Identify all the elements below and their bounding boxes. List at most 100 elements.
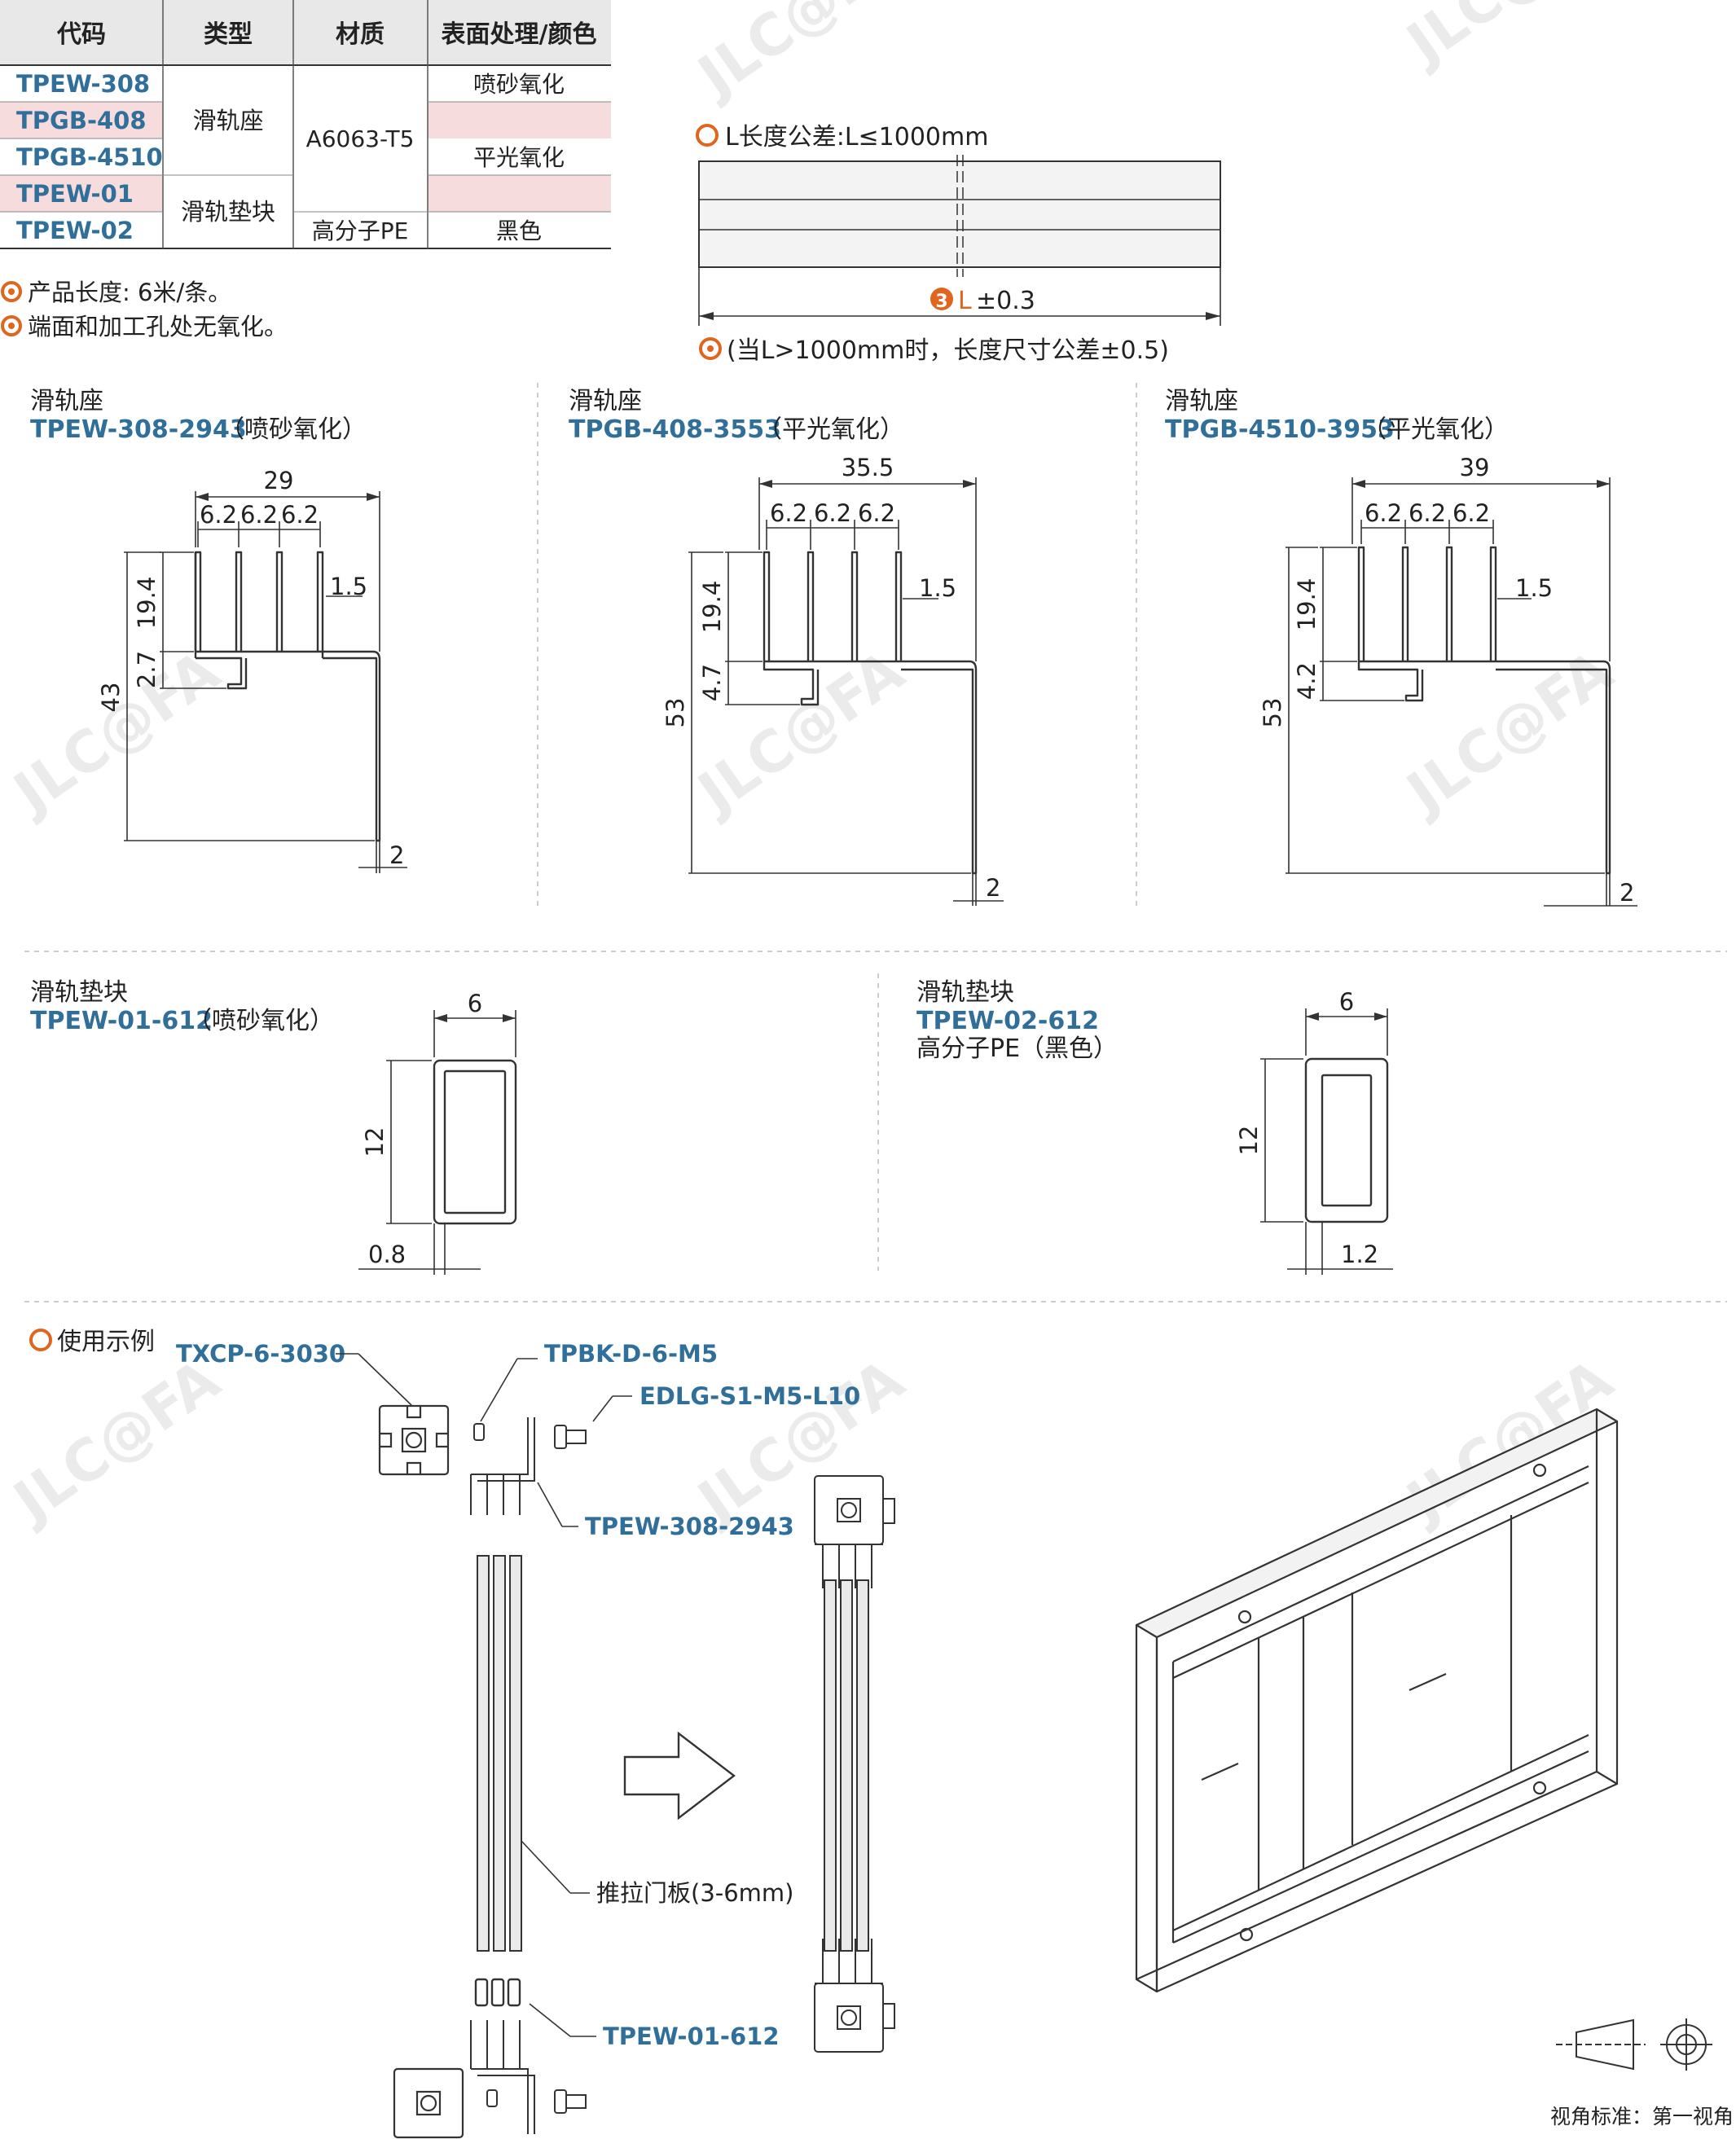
watermark-logo: JLC@FA [683, 0, 916, 111]
profile-finish: （平光氧化） [1362, 415, 1509, 444]
watermark-logo: JLC@FA [683, 1346, 916, 1536]
note-text: 端面和加工孔处无氧化。 [28, 313, 288, 340]
table-cell-code: TPEW-02 [16, 217, 134, 244]
profile-code: TPEW-308-2943 [30, 415, 247, 444]
usage-example: 使用示例 TXCP-6-3030 TPBK-D-6-M5 EDLG-S1-M5-… [29, 1328, 1734, 2139]
pad-type: 滑轨垫块 [30, 978, 128, 1007]
bar-outline [698, 160, 1221, 268]
profile-outline [194, 551, 381, 842]
pad-material: 高分子PE（黑色） [916, 1034, 1118, 1063]
dim-width: 6 [1339, 988, 1354, 1016]
dim-pitch: 6.2 [1409, 499, 1446, 527]
watermark-logo: JLC@FA [1392, 638, 1624, 828]
table-cell-material: 高分子PE [312, 217, 409, 244]
table-cell-material: A6063-T5 [306, 125, 415, 152]
callout-label: TPEW-308-2943 [585, 1513, 794, 1540]
panel-strips-icon [477, 1555, 522, 1952]
dim-height: 53 [661, 698, 689, 728]
dim-pitch: 6.2 [1365, 499, 1402, 527]
pad-code: TPEW-02-612 [916, 1007, 1099, 1035]
dim-pitch: 6.2 [200, 501, 237, 529]
profile-outline [763, 551, 978, 875]
table-cell-type: 滑轨座 [192, 107, 263, 134]
dim-height: 53 [1259, 698, 1286, 728]
view-standard-text: 视角标准：第一视角 [1550, 2105, 1734, 2128]
dim-L: L [958, 287, 972, 315]
dim-pitch: 6.2 [814, 499, 851, 527]
dim-height: 12 [361, 1127, 389, 1157]
profile-tpew-308: 滑轨座 TPEW-308-2943 （喷砂氧化） 29 6.2 6.2 6.2 … [30, 387, 407, 873]
dim-lip: 4.2 [1293, 662, 1321, 700]
bullet-icon [1, 281, 22, 302]
extrusion-profile-icon [378, 1404, 450, 1476]
notes: 产品长度: 6米/条。 端面和加工孔处无氧化。 [1, 279, 288, 340]
callout-label: TXCP-6-3030 [176, 1340, 345, 1368]
dim-wall: 0.8 [368, 1241, 406, 1268]
pad-tpew-02: 滑轨垫块 TPEW-02-612 高分子PE（黑色） 6 12 1.2 [916, 978, 1393, 1275]
watermark-logo: JLC@FA [0, 1346, 231, 1536]
dim-thickness: 2 [986, 874, 1000, 902]
table-cell-finish: 平光氧化 [473, 144, 565, 171]
dim-wall: 1.2 [1341, 1241, 1378, 1268]
pad-finish: （喷砂氧化） [187, 1007, 334, 1035]
profile-code: TPGB-408-3553 [569, 415, 781, 444]
pad-tpew-01: 滑轨垫块 TPEW-01-612 （喷砂氧化） 6 12 0.8 [30, 978, 517, 1275]
profile-type: 滑轨座 [30, 387, 103, 415]
note-text: 产品长度: 6米/条。 [28, 279, 231, 306]
profile-code: TPGB-4510-3953 [1165, 415, 1395, 444]
dim-fin: 19.4 [133, 577, 160, 630]
table-header: 类型 [204, 20, 253, 49]
dim-pitch: 6.2 [240, 501, 278, 529]
watermark-logo: JLC@FA [0, 638, 231, 828]
table-header: 材质 [336, 20, 385, 49]
rail-seat-icon [470, 2020, 535, 2134]
profile-type: 滑轨座 [1165, 387, 1238, 415]
table-cell-code: TPEW-308 [16, 70, 150, 98]
length-tol-title: L长度公差:L≤1000mm [725, 123, 988, 152]
table-cell-finish: 黑色 [496, 217, 542, 244]
dim-height: 43 [97, 683, 125, 713]
dim-height: 12 [1235, 1126, 1263, 1156]
rail-seat-icon [470, 1417, 535, 1515]
dim-pitch: 6.2 [1453, 499, 1490, 527]
assembled-section-icon [814, 1475, 895, 2053]
length-tol-note: (当L>1000mm时，长度尺寸公差±0.5) [727, 336, 1169, 365]
bullet-icon [29, 1329, 52, 1351]
screw-icon [554, 1425, 587, 1449]
callout-label: TPBK-D-6-M5 [544, 1340, 718, 1368]
dim-width: 35.5 [842, 454, 894, 481]
nut-icon [473, 1423, 485, 1441]
table-cell-code: TPGB-4510 [16, 143, 163, 171]
table-cell-type: 滑轨垫块 [181, 198, 275, 226]
dim-wall: 1.5 [330, 573, 367, 600]
bullet-icon [696, 124, 719, 147]
dim-pitch: 6.2 [858, 499, 895, 527]
dim-lip: 4.7 [698, 664, 726, 701]
nut-icon [486, 2089, 498, 2107]
profile-tpgb-4510: 滑轨座 TPGB-4510-3953 （平光氧化） 39 6.2 6.2 6.2… [1165, 387, 1637, 907]
table-cell-code: TPGB-408 [16, 107, 147, 134]
panel-label: 推拉门板(3-6mm) [596, 1879, 794, 1907]
dim-lip: 2.7 [133, 651, 160, 688]
dim-pitch: 6.2 [770, 499, 807, 527]
dim-wall: 1.5 [919, 574, 956, 602]
door-frame-isometric-icon [1135, 1408, 1619, 1993]
screw-icon [554, 2089, 587, 2114]
marker-number: 3 [935, 292, 947, 312]
pad-set-icon [474, 1978, 521, 2007]
pad-outline [1304, 1057, 1389, 1223]
marker-badge [930, 288, 953, 310]
profile-type: 滑轨座 [569, 387, 642, 415]
table-cell-code: TPEW-01 [16, 180, 134, 208]
dim-pitch: 6.2 [281, 501, 319, 529]
profile-tpgb-408: 滑轨座 TPGB-408-3553 （平光氧化） 35.5 6.2 6.2 6.… [569, 387, 1004, 906]
table-cell-finish: 喷砂氧化 [473, 71, 565, 98]
profile-outline [1357, 546, 1611, 875]
spec-table: 代码 类型 材质 表面处理/颜色 TPEW-308 TPGB-408 TPGB-… [0, 0, 611, 249]
dim-fin: 19.4 [698, 581, 726, 634]
dim-width: 39 [1460, 454, 1490, 481]
first-angle-projection-icon [1556, 2018, 1712, 2071]
dim-tolerance: ±0.3 [976, 287, 1035, 315]
profile-finish: （喷砂氧化） [220, 415, 367, 444]
